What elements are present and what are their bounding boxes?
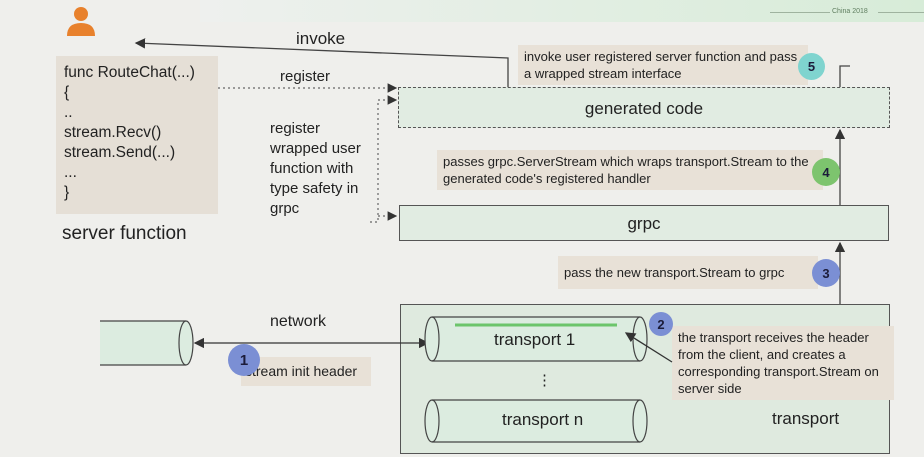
register-wrapped-line: wrapped user [270,140,361,157]
step-4-note: passes grpc.ServerStream which wraps tra… [437,150,823,190]
transport-dots: ⋮ [537,372,552,389]
step-5-badge: 5 [798,53,825,80]
register-wrapped-line: type safety in [270,180,359,197]
step-2-pointer [624,332,673,363]
generated-to-step5-arrow [839,65,850,87]
grpc-box: grpc [399,205,889,241]
transport-n-label: transport n [502,410,584,429]
register-wrapped-line: function with [270,160,354,177]
grpc-label: grpc [627,214,661,233]
step-2-note: the transport receives the header from t… [672,326,894,400]
step-1-note: stream init header [241,357,371,386]
server-function-code-box: func RouteChat(...) { .. stream.Recv() s… [56,56,218,214]
step-3-badge: 3 [812,259,840,287]
top-banner-rule-2 [878,12,924,13]
step-5-note: invoke user registered server function a… [518,45,808,85]
register-wrapped-arrow [370,95,398,223]
step-4-badge: 4 [812,158,840,186]
top-banner-caption: China 2018 [832,8,868,15]
invoke-arrow [134,38,509,87]
step-1-badge: 1 [228,344,260,376]
step-3-note: pass the new transport.Stream to grpc [558,256,818,289]
client-pipe [100,320,194,366]
code-line: func RouteChat(...) [64,64,195,81]
top-banner-rule [770,12,830,13]
transport-1-pipe [424,316,648,362]
transport-1-label: transport 1 [494,330,576,349]
top-banner [200,0,924,22]
code-line: stream.Send(...) [64,144,176,161]
user-icon [64,4,98,36]
server-function-label: server function [62,223,187,244]
code-line: } [64,184,70,201]
code-line: .. [64,104,73,121]
register-wrapped-line: register [270,120,321,137]
transport-group-label: transport [772,409,840,428]
register-label: register [280,68,331,85]
code-line: stream.Recv() [64,124,162,141]
network-label: network [270,313,327,330]
code-line: ... [64,164,77,181]
step-2-badge: 2 [649,312,673,336]
generated-code-label: generated code [584,99,704,118]
generated-code-box: generated code [398,87,890,128]
transport-n-pipe [424,399,648,443]
code-line: { [64,84,70,101]
invoke-label: invoke [296,29,346,48]
register-wrapped-line: grpc [270,200,300,217]
